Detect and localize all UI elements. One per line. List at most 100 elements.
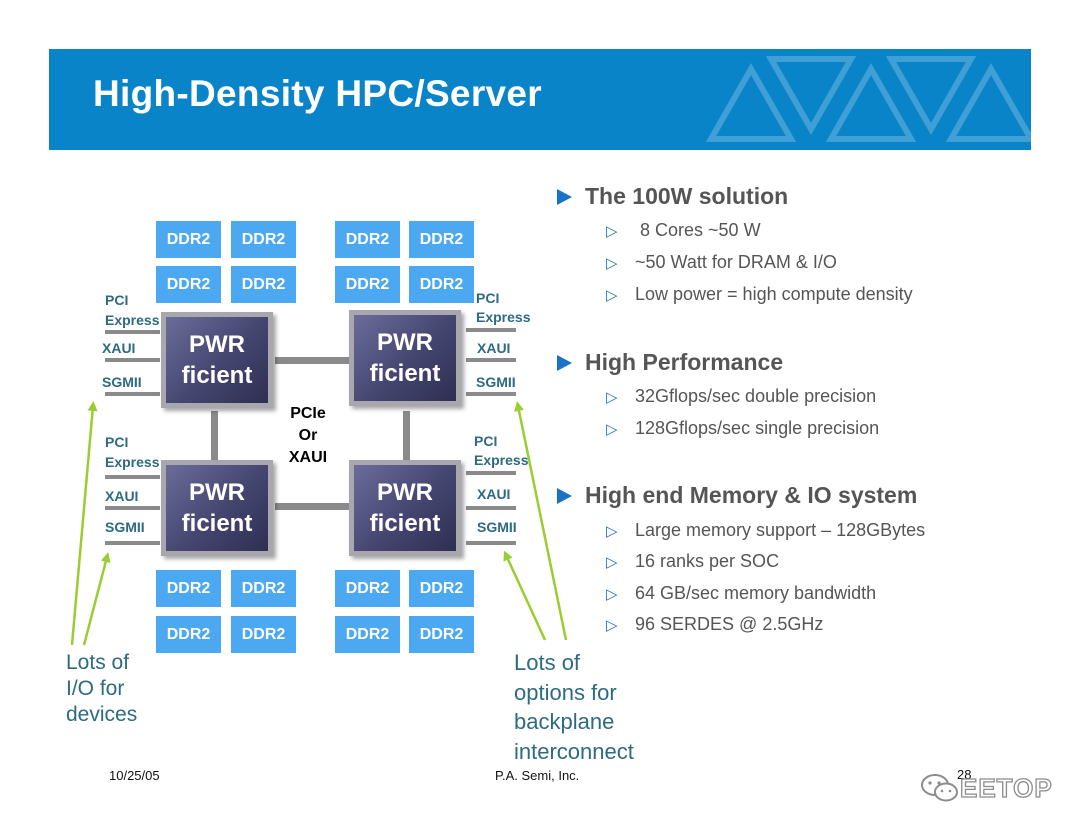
io-line — [105, 358, 160, 362]
heading-text: High Performance — [585, 349, 784, 375]
chip-label-line1: PWR — [377, 329, 433, 356]
sub-bullet: ▷ 128Gflops/sec single precision — [606, 418, 879, 439]
link-bottom — [275, 503, 349, 510]
arrow-left-1 — [70, 401, 98, 646]
io-line — [466, 358, 516, 362]
pwrficient-chip-bottom-right: PWR ficient — [349, 460, 461, 556]
ddr2-block: DDR2 — [231, 616, 296, 653]
arrow-right-2 — [503, 550, 547, 641]
link-left — [211, 411, 218, 461]
arrow-left-2 — [82, 552, 111, 646]
bullet-heading-100w: The 100W solution — [557, 183, 788, 210]
ddr2-block: DDR2 — [335, 221, 400, 258]
pwrficient-chip-top-left: PWR ficient — [161, 312, 273, 408]
ddr2-block: DDR2 — [156, 616, 221, 653]
outline-triangle-icon: ▷ — [606, 286, 618, 304]
note-line: devices — [66, 703, 138, 726]
link-top — [275, 357, 349, 364]
pwrficient-chip-top-right: PWR ficient — [349, 310, 461, 406]
io-line — [466, 328, 516, 332]
watermark-text: EETOP — [959, 772, 1053, 803]
ddr2-block: DDR2 — [231, 266, 296, 303]
note-line: Lots of — [66, 651, 130, 674]
ddr2-block: DDR2 — [335, 616, 400, 653]
chip-label-line2: ficient — [369, 360, 441, 387]
ddr2-block: DDR2 — [156, 570, 221, 607]
io-line — [105, 506, 160, 510]
io-line — [105, 541, 160, 545]
ddr2-block: DDR2 — [231, 570, 296, 607]
interconnect-line: Or — [298, 427, 318, 444]
link-right — [403, 411, 410, 461]
sub-bullet-text: ~50 Watt for DRAM & I/O — [635, 252, 837, 272]
outline-triangle-icon: ▷ — [606, 616, 618, 634]
pwrficient-chip-bottom-left: PWR ficient — [161, 460, 273, 556]
triangle-bullet-icon — [557, 188, 572, 205]
heading-text: High end Memory & IO system — [585, 482, 918, 508]
chip-label-line1: PWR — [189, 331, 245, 358]
outline-triangle-icon: ▷ — [606, 522, 618, 540]
footer-page-number: 28 — [957, 767, 972, 782]
sub-bullet-text: 8 Cores ~50 W — [635, 220, 761, 240]
sub-bullet-text: Large memory support – 128GBytes — [635, 520, 926, 540]
sub-bullet-text: 32Gflops/sec double precision — [635, 386, 877, 406]
io-line — [105, 475, 160, 479]
ddr2-block: DDR2 — [335, 570, 400, 607]
outline-triangle-icon: ▷ — [606, 222, 618, 240]
io-label-sgmii: SGMII — [105, 519, 145, 535]
note-line: backplane — [514, 709, 615, 734]
note-line: Lots of — [514, 650, 581, 675]
sub-bullet-text: 128Gflops/sec single precision — [635, 418, 880, 438]
chip-label-line1: PWR — [189, 479, 245, 506]
outline-triangle-icon: ▷ — [606, 254, 618, 272]
outline-triangle-icon: ▷ — [606, 388, 618, 406]
outline-triangle-icon: ▷ — [606, 553, 618, 571]
arrow-right-1 — [514, 401, 568, 641]
interconnect-label: PCIe Or XAUI — [281, 403, 335, 469]
io-label-pci: PCI — [105, 292, 129, 308]
sub-bullet-text: Low power = high compute density — [635, 284, 913, 304]
banner-pattern — [705, 56, 1031, 142]
io-label-pci: PCI — [474, 433, 498, 449]
io-line — [466, 506, 516, 510]
io-line — [105, 330, 160, 334]
bullet-heading-performance: High Performance — [557, 349, 783, 376]
sub-bullet: ▷ 96 SERDES @ 2.5GHz — [606, 614, 823, 635]
note-line: I/O for — [66, 677, 125, 700]
sub-bullet: ▷ 64 GB/sec memory bandwidth — [606, 583, 876, 604]
interconnect-line: PCIe — [290, 405, 326, 422]
ddr2-block: DDR2 — [156, 221, 221, 258]
io-label-express: Express — [474, 452, 529, 468]
sub-bullet: ▷ 8 Cores ~50 W — [606, 220, 761, 241]
note-left: Lots of I/O for devices — [66, 650, 137, 728]
ddr2-block: DDR2 — [409, 570, 474, 607]
io-label-sgmii: SGMII — [102, 374, 142, 390]
chip-face: PWR ficient — [166, 317, 268, 403]
ddr2-block: DDR2 — [409, 221, 474, 258]
wechat-icon — [921, 774, 958, 802]
ddr2-block: DDR2 — [409, 266, 474, 303]
slide-title: High-Density HPC/Server — [93, 73, 542, 114]
ddr2-block: DDR2 — [335, 266, 400, 303]
note-line: interconnect — [514, 738, 634, 764]
triangle-bullet-icon — [557, 487, 572, 504]
io-label-xaui: XAUI — [102, 340, 136, 356]
note-right: Lots of options for backplane interconne… — [514, 648, 634, 766]
io-label-xaui: XAUI — [105, 488, 139, 504]
io-line — [466, 392, 516, 396]
io-label-xaui: XAUI — [477, 340, 511, 356]
ddr2-block: DDR2 — [231, 221, 296, 258]
sub-bullet: ▷ Large memory support – 128GBytes — [606, 520, 925, 541]
chip-label-line2: ficient — [369, 510, 441, 537]
triangle-bullet-icon — [557, 354, 572, 371]
chip-label-line2: ficient — [181, 362, 253, 389]
io-label-pci: PCI — [105, 434, 129, 450]
sub-bullet: ▷ ~50 Watt for DRAM & I/O — [606, 252, 837, 273]
ddr2-block: DDR2 — [156, 266, 221, 303]
footer-company: P.A. Semi, Inc. — [495, 768, 580, 783]
ddr2-block: DDR2 — [409, 616, 474, 653]
io-line — [105, 392, 160, 396]
sub-bullet: ▷ 16 ranks per SOC — [606, 551, 779, 572]
interconnect-line: XAUI — [288, 449, 328, 466]
sub-bullet: ▷ Low power = high compute density — [606, 284, 913, 305]
